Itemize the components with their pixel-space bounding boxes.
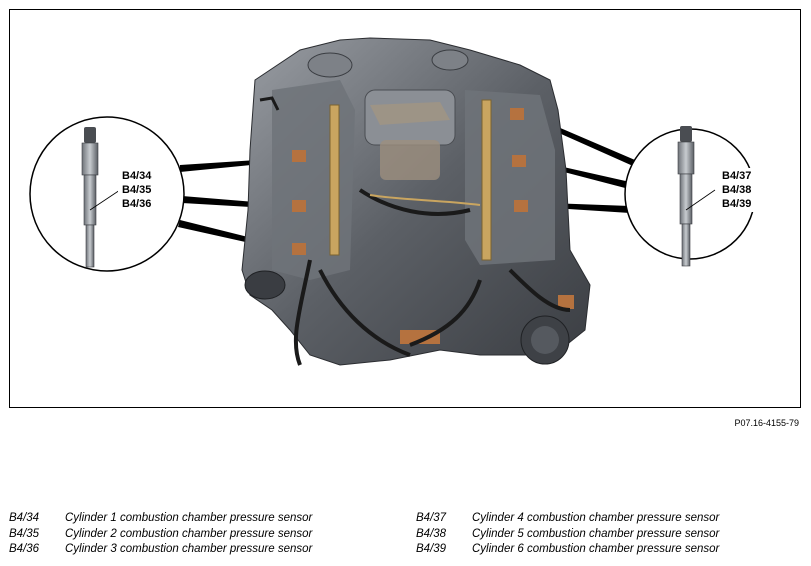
- legend-row: B4/39 Cylinder 6 combustion chamber pres…: [416, 542, 719, 558]
- legend-description: Cylinder 2 combustion chamber pressure s…: [65, 527, 313, 540]
- legend-code: B4/35: [9, 527, 40, 540]
- callout-label-b4-35: B4/35: [122, 184, 151, 196]
- left-callout-labels: B4/34 B4/35 B4/36: [122, 170, 152, 210]
- legend-row: B4/38 Cylinder 5 combustion chamber pres…: [416, 527, 719, 543]
- legend-code: B4/34: [9, 512, 40, 524]
- legend-code: B4/37: [416, 512, 447, 524]
- legend-description: Cylinder 4 combustion chamber pressure s…: [472, 512, 720, 524]
- legend-code: B4/36: [9, 543, 40, 555]
- legend-code: B4/39: [416, 543, 447, 555]
- legend-row: B4/36 Cylinder 3 combustion chamber pres…: [9, 542, 312, 558]
- legend-row: B4/35 Cylinder 2 combustion chamber pres…: [9, 527, 312, 543]
- callout-label-b4-34: B4/34: [122, 170, 152, 182]
- figure-reference: P07.16-4155-79: [734, 418, 799, 428]
- legend-description: Cylinder 6 combustion chamber pressure s…: [472, 543, 720, 555]
- legend-description: Cylinder 3 combustion chamber pressure s…: [65, 543, 313, 555]
- legend-right: B4/37 Cylinder 4 combustion chamber pres…: [416, 511, 719, 558]
- callout-label-b4-39: B4/39: [722, 198, 751, 210]
- legend-description: Cylinder 1 combustion chamber pressure s…: [65, 512, 313, 524]
- callout-label-b4-36: B4/36: [122, 198, 151, 210]
- left-sensor-callout: [29, 116, 185, 272]
- callout-label-b4-37: B4/37: [722, 170, 751, 182]
- legend-left: B4/34 Cylinder 1 combustion chamber pres…: [9, 511, 312, 558]
- engine-block: [241, 37, 591, 366]
- legend-row: B4/34 Cylinder 1 combustion chamber pres…: [9, 511, 312, 527]
- legend-code: B4/38: [416, 527, 447, 540]
- figure-frame: B4/34 B4/35 B4/36 B4/37 B4/38 B4/39: [9, 9, 801, 408]
- callout-label-b4-38: B4/38: [722, 184, 751, 196]
- right-callout-labels: B4/37 B4/38 B4/39: [722, 170, 751, 210]
- legend-description: Cylinder 5 combustion chamber pressure s…: [472, 527, 720, 540]
- right-sensor-callout: [624, 126, 760, 267]
- engine-illustration: B4/34 B4/35 B4/36 B4/37 B4/38 B4/39: [29, 37, 760, 366]
- legend-row: B4/37 Cylinder 4 combustion chamber pres…: [416, 511, 719, 527]
